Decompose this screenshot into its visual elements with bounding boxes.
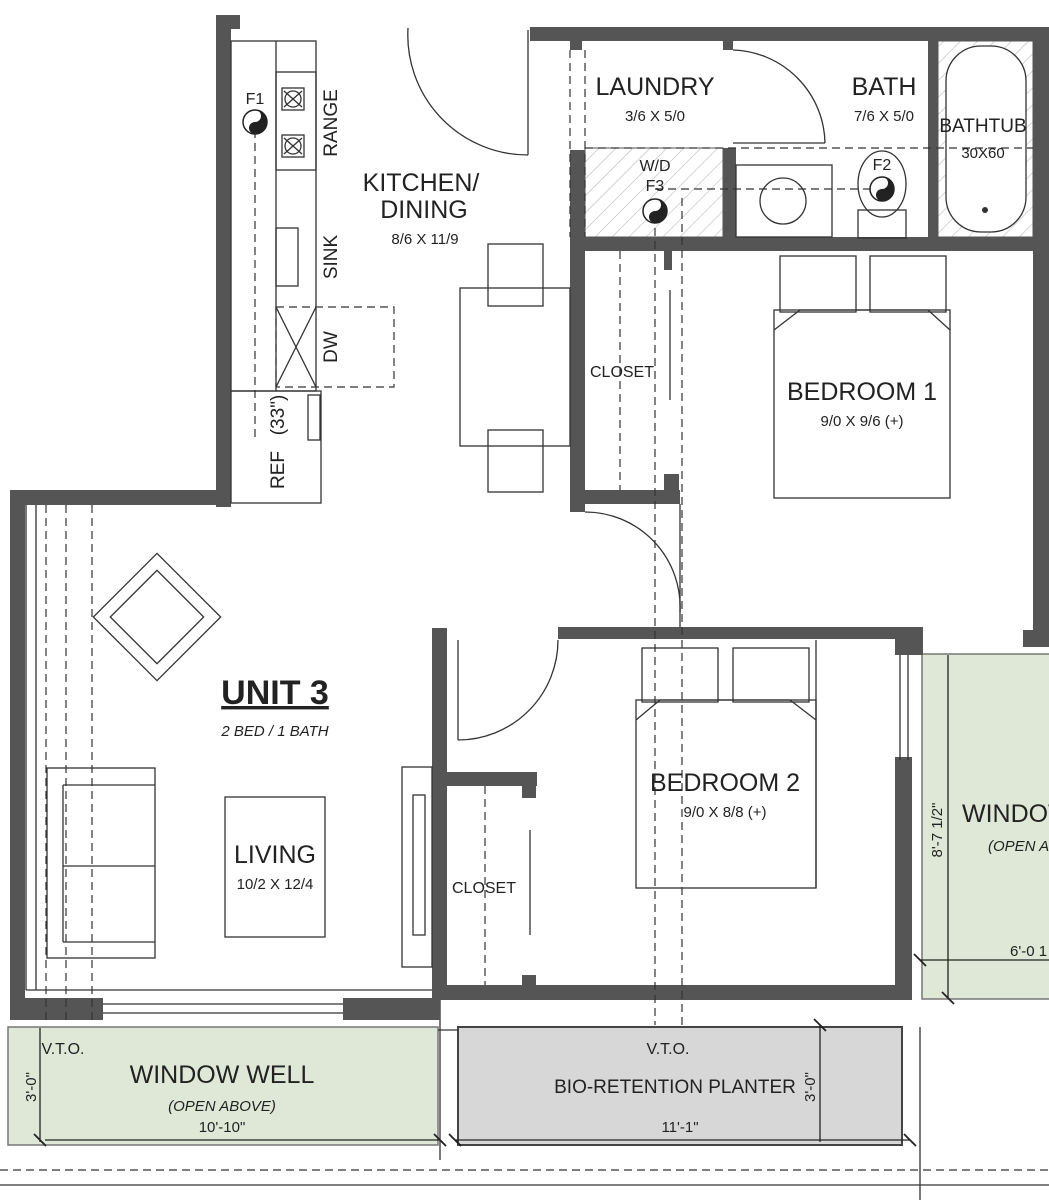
kitchen-name-line1: KITCHEN/ (363, 169, 480, 197)
window-well-right (921, 653, 1049, 1000)
planter-width: 11'-1" (661, 1119, 698, 1136)
range-label: RANGE (321, 89, 342, 157)
planter-depth: 3'-0" (802, 1072, 819, 1102)
laundry-dims: 3/6 X 5/0 (625, 108, 685, 125)
window-well-left-note: (OPEN ABOVE) (168, 1098, 276, 1115)
living-name: LIVING (234, 841, 316, 869)
bedroom-1-bed (773, 255, 951, 499)
bedroom-1-name: BEDROOM 1 (787, 378, 937, 406)
window-well-right-name: WINDOW (962, 800, 1049, 828)
vto-right-label: V.T.O. (647, 1041, 690, 1058)
unit-subtitle: 2 BED / 1 BATH (220, 723, 328, 740)
bath-name: BATH (852, 73, 917, 101)
entry-door-swing (407, 27, 529, 156)
living-dims: 10/2 X 12/4 (237, 876, 314, 893)
bathtub-label: BATHTUB (939, 116, 1026, 137)
unit-title: UNIT 3 (221, 674, 329, 712)
floor-drain-f2-label: F2 (873, 157, 892, 174)
window-well-right-width: 6'-0 1 (1010, 943, 1047, 960)
floor-drain-f2 (869, 176, 895, 202)
bedroom-2-dims: 9/0 X 8/8 (+) (684, 804, 767, 821)
sink-label: SINK (321, 235, 342, 280)
planter-name: BIO-RETENTION PLANTER (554, 1077, 796, 1098)
bathtub-size: 30X60 (961, 145, 1004, 162)
closet-1-label: CLOSET (590, 364, 654, 381)
window-well-left-name: WINDOW WELL (130, 1061, 315, 1089)
bedroom-2-name: BEDROOM 2 (650, 769, 800, 797)
kitchen-counter (230, 40, 395, 504)
dimension-lines (33, 655, 1049, 1147)
closet-1-fixtures (584, 251, 681, 627)
dining-table (459, 243, 571, 493)
walls (10, 15, 1049, 1020)
floor-drain-f1 (242, 109, 268, 135)
window-well-right-height: 8'-7 1/2" (929, 803, 946, 858)
window-well-left (7, 1026, 439, 1146)
floor-drain-f3 (642, 198, 668, 224)
bath-dims: 7/6 X 5/0 (854, 108, 914, 125)
kitchen-dims: 8/6 X 11/9 (391, 231, 458, 248)
laundry-bath-fixtures (569, 40, 1034, 239)
vto-left-label: V.T.O. (42, 1041, 85, 1058)
dw-label: DW (321, 331, 342, 363)
bedroom-1-dims: 9/0 X 9/6 (+) (821, 413, 904, 430)
living-furniture (46, 552, 433, 968)
floor-drain-f1-label: F1 (246, 91, 265, 108)
kitchen-name-line2: DINING (380, 196, 468, 224)
window-well-left-width: 10'-10" (199, 1119, 246, 1136)
laundry-name: LAUNDRY (595, 73, 714, 101)
ref-label: REF (268, 451, 289, 489)
floor-drain-f3-label: F3 (646, 178, 665, 195)
closet-2-label: CLOSET (452, 880, 516, 897)
ref-width: (33") (268, 395, 289, 436)
window-well-right-note: (OPEN A (988, 838, 1049, 855)
bedroom-2-fixtures (457, 639, 817, 985)
bio-retention-planter (457, 1026, 903, 1146)
window-well-left-depth: 3'-0" (23, 1072, 40, 1102)
wd-label: W/D (639, 158, 670, 175)
